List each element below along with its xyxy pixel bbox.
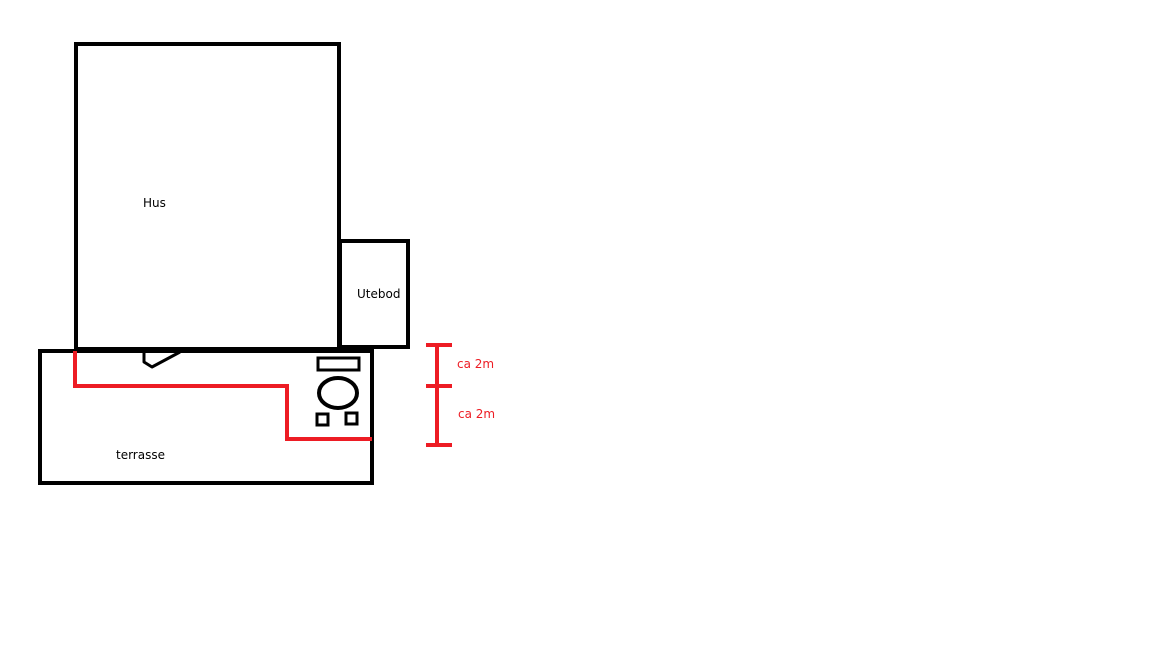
shed-label: Utebod <box>357 287 400 301</box>
door-step-shape <box>142 350 181 369</box>
shed-outline <box>338 239 410 349</box>
dimension-label-lower: ca 2m <box>458 407 495 421</box>
terrace-label: terrasse <box>116 448 165 462</box>
highlight-boundary-line <box>73 351 372 441</box>
dimension-label-upper: ca 2m <box>457 357 494 371</box>
fixture-square-left <box>315 412 330 427</box>
house-label: Hus <box>143 196 166 210</box>
fixture-oval <box>317 376 359 410</box>
terrace-outline <box>38 349 374 485</box>
dimension-marker <box>426 343 452 447</box>
fixture-bar <box>316 356 361 372</box>
fixture-square-right <box>344 411 359 426</box>
